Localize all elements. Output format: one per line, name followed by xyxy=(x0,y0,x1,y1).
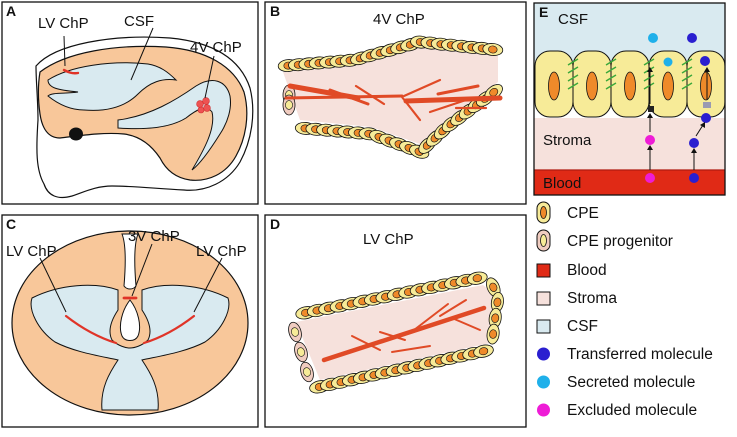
panel-c-lv-right-pointer xyxy=(193,257,223,313)
transferred-molecule-stroma xyxy=(689,138,699,148)
panel-b-letter: B xyxy=(270,3,280,19)
cpe-cell xyxy=(482,43,504,56)
legend-transferred-swatch xyxy=(537,347,550,361)
transporter-box xyxy=(703,102,711,108)
fourth-chp-mark xyxy=(196,97,211,114)
legend-secreted-swatch xyxy=(537,375,550,389)
eye-dot xyxy=(69,127,83,141)
transport-arrows xyxy=(647,67,710,170)
cpe-cell xyxy=(490,291,504,313)
excluded-molecule-stroma xyxy=(645,135,655,145)
legend-label-csf: CSF xyxy=(567,318,598,335)
panel-c-3v-pointer xyxy=(131,243,153,297)
panel-c: C 3V ChP LV ChP LV ChP xyxy=(1,214,259,428)
legend-blood-swatch xyxy=(536,263,551,278)
legend-label-progenitor: CPE progenitor xyxy=(567,233,673,250)
epithelial-cell xyxy=(572,50,612,118)
blocked-marker xyxy=(648,106,654,112)
panel-e-letter: E xyxy=(539,4,548,20)
secreted-molecule-cell xyxy=(663,57,673,67)
transferred-molecule-apical xyxy=(700,56,710,66)
legend-csf-swatch xyxy=(536,319,551,334)
progenitor-cell xyxy=(282,94,296,116)
panel-d-vessels xyxy=(321,299,487,363)
legend-item-stroma: Stroma xyxy=(536,290,617,307)
legend-label-cpe: CPE xyxy=(567,205,599,222)
transferred-molecule-top xyxy=(687,33,697,43)
epithelial-cell xyxy=(534,50,574,118)
tight-junction xyxy=(567,58,579,90)
legend-progenitor-nucleus xyxy=(540,234,547,247)
csf-pointer-a xyxy=(130,27,154,81)
fourth-chp-pointer-a xyxy=(204,55,215,99)
panel-e-cpe-layer xyxy=(534,50,725,118)
panel-c-chp-marks xyxy=(64,296,196,345)
panel-c-letter: C xyxy=(6,216,16,232)
epithelial-cell xyxy=(648,50,688,118)
panel-d-title: LV ChP xyxy=(363,231,414,248)
progenitor-cell xyxy=(300,361,314,383)
legend-item-transferred: Transferred molecule xyxy=(537,346,713,363)
transferred-molecule-blood xyxy=(689,173,699,183)
cpe-cell xyxy=(467,271,488,285)
progenitor-cell xyxy=(288,321,302,343)
transferred-molecule-basal xyxy=(701,113,711,123)
tight-junction xyxy=(681,58,693,90)
legend-item-secreted: Secreted molecule xyxy=(537,374,695,391)
legend-item-csf: CSF xyxy=(536,318,598,335)
cpe-cell xyxy=(488,307,502,329)
panel-e: E CSF Stroma Blood xyxy=(533,2,726,196)
panel-d: D LV ChP xyxy=(264,214,527,428)
panel-c-lv-chp-left-label: LV ChP xyxy=(6,243,57,260)
cpe-cell xyxy=(486,277,501,298)
legend-label-secreted: Secreted molecule xyxy=(567,374,695,391)
panel-c-lv-chp-right-label: LV ChP xyxy=(196,243,247,260)
legend-label-transferred: Transferred molecule xyxy=(567,346,713,363)
epithelial-cell xyxy=(686,50,725,118)
legend-cpe-nucleus xyxy=(540,206,547,219)
panel-b-vessels xyxy=(284,78,503,122)
lv-chp-pointer-a xyxy=(63,35,66,67)
panel-e-csf-label: CSF xyxy=(558,11,588,28)
panel-a-lv-chp-label: LV ChP xyxy=(38,15,89,32)
epithelial-cell xyxy=(610,50,650,118)
legend-stroma-swatch xyxy=(536,291,551,306)
secreted-molecule-top xyxy=(648,33,658,43)
legend-item-excluded: Excluded molecule xyxy=(537,402,697,419)
panel-d-letter: D xyxy=(270,216,280,232)
panel-c-lateral-ventricles xyxy=(30,284,230,411)
panel-d-epithelium xyxy=(288,271,504,394)
panel-a-4v-chp-label: 4V ChP xyxy=(190,39,242,56)
panel-c-lv-left-pointer xyxy=(39,257,67,313)
cpe-cell xyxy=(473,344,494,358)
legend-item-blood: Blood xyxy=(536,262,607,279)
panel-e-blood-label: Blood xyxy=(543,175,581,192)
excluded-molecule-blood xyxy=(645,173,655,183)
lateral-ventricle-csf xyxy=(47,62,178,111)
panel-b: B 4V ChP xyxy=(264,1,527,205)
panel-a-letter: A xyxy=(6,3,16,19)
panel-b-title: 4V ChP xyxy=(373,11,425,28)
lv-chp-mark xyxy=(62,68,80,75)
panel-a-csf-label: CSF xyxy=(124,13,154,30)
panel-a: A LV ChP CSF 4V ChP xyxy=(1,1,259,205)
legend-item-progenitor: CPE progenitor xyxy=(536,229,673,252)
panel-e-stroma-label: Stroma xyxy=(543,132,592,149)
panel-e-frame xyxy=(533,2,726,196)
tight-junction xyxy=(605,58,617,90)
panel-c-third-ventricle xyxy=(119,299,141,341)
legend-excluded-swatch xyxy=(537,403,550,417)
legend-item-cpe: CPE xyxy=(536,201,599,224)
legend-label-stroma: Stroma xyxy=(567,290,617,307)
cpe-cell xyxy=(486,323,500,345)
legend-label-blood: Blood xyxy=(567,262,607,279)
progenitor-cell xyxy=(294,341,308,363)
legend-label-excluded: Excluded molecule xyxy=(567,402,697,419)
panel-c-midline-fissure xyxy=(121,233,139,290)
legend: CPE CPE progenitor Blood Stroma CSF Tran… xyxy=(536,201,713,419)
panel-d-stroma xyxy=(296,285,499,380)
panel-c-3v-chp-label: 3V ChP xyxy=(128,228,180,245)
